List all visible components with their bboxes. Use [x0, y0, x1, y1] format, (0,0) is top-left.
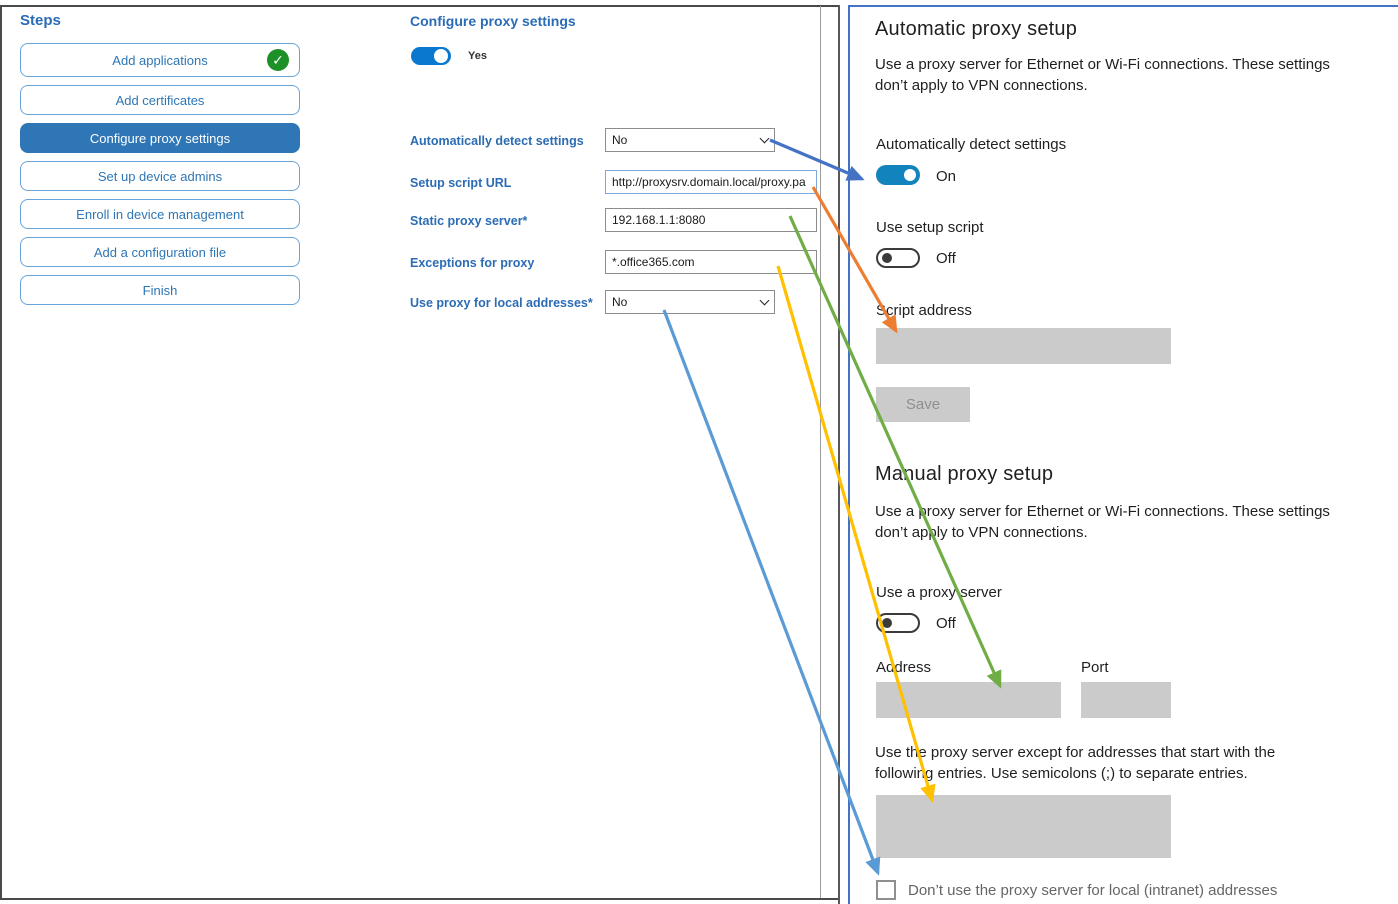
- local-addresses-select[interactable]: No: [605, 290, 775, 314]
- detect-settings-label: Automatically detect settings: [876, 136, 1067, 153]
- pane-divider-dark: [838, 5, 840, 904]
- frame-bottom: [0, 898, 840, 900]
- use-setup-script-state: Off: [936, 250, 956, 267]
- auto-proxy-heading: Automatic proxy setup: [875, 18, 1078, 40]
- script-address-label: Script address: [876, 302, 972, 319]
- sidebar-item-finish[interactable]: Finish: [20, 275, 300, 305]
- field-label-script-url: Setup script URL: [410, 176, 512, 190]
- check-icon: ✓: [267, 49, 289, 71]
- use-proxy-server-state: Off: [936, 615, 956, 632]
- step-label: Enroll in device management: [76, 206, 244, 222]
- input-value: *.office365.com: [612, 255, 695, 269]
- proxy-exceptions-help: Use the proxy server except for addresse…: [875, 744, 1276, 782]
- input-value: 192.168.1.1:8080: [612, 213, 706, 227]
- setup-script-url-input[interactable]: http://proxysrv.domain.local/proxy.pa: [605, 170, 817, 194]
- static-proxy-server-input[interactable]: 192.168.1.1:8080: [605, 208, 817, 232]
- manual-proxy-description: Use a proxy server for Ethernet or Wi-Fi…: [875, 503, 1330, 541]
- chevron-down-icon: [759, 295, 770, 305]
- map-local-checkbox: [662, 309, 881, 876]
- toggle-knob: [904, 169, 916, 181]
- proxy-exceptions-textarea: [876, 795, 1171, 858]
- field-label-detect: Automatically detect settings: [410, 134, 584, 148]
- detect-settings-select[interactable]: No: [605, 128, 775, 152]
- use-setup-script-toggle[interactable]: [876, 248, 920, 268]
- manual-proxy-heading: Manual proxy setup: [875, 463, 1054, 485]
- use-proxy-server-label: Use a proxy server: [876, 584, 1002, 601]
- sidebar-item-add-a-configuration-file[interactable]: Add a configuration file: [20, 237, 300, 267]
- input-value: http://proxysrv.domain.local/proxy.pa: [612, 175, 806, 189]
- port-input: [1081, 682, 1171, 718]
- step-label: Set up device admins: [97, 168, 223, 184]
- toggle-knob: [882, 253, 892, 263]
- frame-left: [0, 5, 2, 900]
- port-label: Port: [1081, 659, 1109, 676]
- field-label-local-addresses: Use proxy for local addresses*: [410, 296, 593, 310]
- step-label: Add a configuration file: [93, 244, 227, 260]
- script-address-input: [876, 328, 1171, 364]
- page-title: Configure proxy settings: [410, 13, 576, 29]
- sidebar-item-add-certificates[interactable]: Add certificates: [20, 85, 300, 115]
- local-addresses-checkbox[interactable]: [876, 880, 896, 900]
- toggle-knob: [434, 49, 448, 63]
- configure-proxy-toggle[interactable]: [411, 47, 451, 65]
- chevron-down-icon: [759, 133, 770, 143]
- auto-proxy-description: Use a proxy server for Ethernet or Wi-Fi…: [875, 56, 1330, 94]
- steps-nav: Add applications ✓ Add certificates Conf…: [20, 43, 300, 305]
- local-addresses-checkbox-label: Don’t use the proxy server for local (in…: [908, 882, 1278, 899]
- sidebar-item-configure-proxy-settings[interactable]: Configure proxy settings: [20, 123, 300, 153]
- step-label: Finish: [142, 282, 178, 298]
- step-label: Configure proxy settings: [89, 130, 231, 146]
- use-proxy-server-toggle[interactable]: [876, 613, 920, 633]
- configure-proxy-toggle-label: Yes: [468, 50, 487, 62]
- frame-top: [0, 5, 840, 7]
- field-label-exceptions: Exceptions for proxy: [410, 256, 535, 270]
- select-value: No: [612, 295, 628, 309]
- toggle-knob: [882, 618, 892, 628]
- step-label: Add applications: [112, 52, 208, 68]
- address-input: [876, 682, 1061, 718]
- step-label: Add certificates: [115, 92, 205, 108]
- field-label-static-proxy: Static proxy server*: [410, 214, 528, 228]
- sidebar-item-add-applications[interactable]: Add applications ✓: [20, 43, 300, 77]
- select-value: No: [612, 133, 628, 147]
- sidebar-item-set-up-device-admins[interactable]: Set up device admins: [20, 161, 300, 191]
- detect-settings-state: On: [936, 168, 957, 185]
- steps-title: Steps: [20, 12, 61, 29]
- sidebar-item-enroll-in-device-management[interactable]: Enroll in device management: [20, 199, 300, 229]
- save-button: Save: [876, 387, 970, 422]
- pane-divider-light: [820, 6, 821, 898]
- use-setup-script-label: Use setup script: [876, 219, 984, 236]
- address-label: Address: [876, 659, 932, 676]
- detect-settings-toggle[interactable]: [876, 165, 920, 185]
- proxy-exceptions-input[interactable]: *.office365.com: [605, 250, 817, 274]
